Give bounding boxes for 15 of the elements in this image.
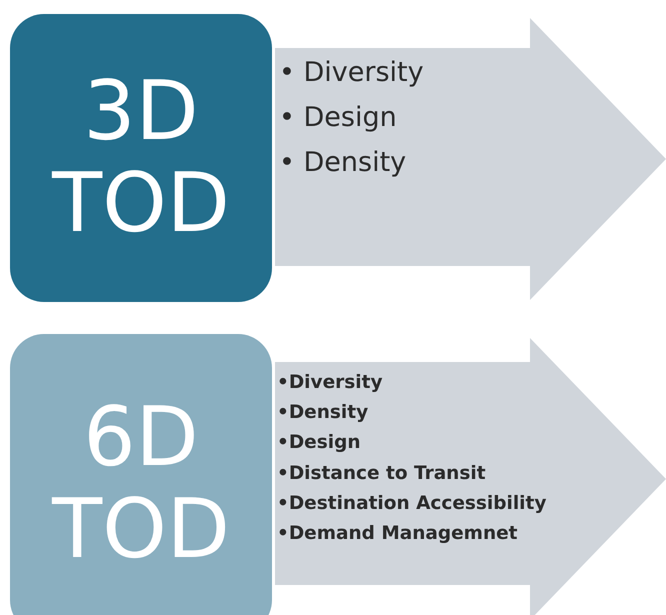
list-item: • Density — [279, 146, 406, 180]
list-item: • Diversity — [279, 56, 424, 90]
card-title: 6D TOD — [50, 392, 231, 576]
title-card — [10, 334, 272, 615]
list-item: • Design — [279, 101, 397, 135]
list-item: •Density — [277, 401, 368, 426]
list-item: •Demand Managemnet — [277, 522, 518, 546]
arrow-shape — [275, 338, 666, 615]
arrow-shape — [275, 18, 666, 300]
title-card — [10, 14, 272, 302]
list-item: •Distance to Transit — [277, 462, 486, 486]
card-title: 3D TOD — [50, 66, 231, 250]
list-item: •Diversity — [277, 371, 383, 395]
list-item: •Design — [277, 431, 360, 456]
list-item: •Destination Accessibility — [277, 492, 546, 516]
